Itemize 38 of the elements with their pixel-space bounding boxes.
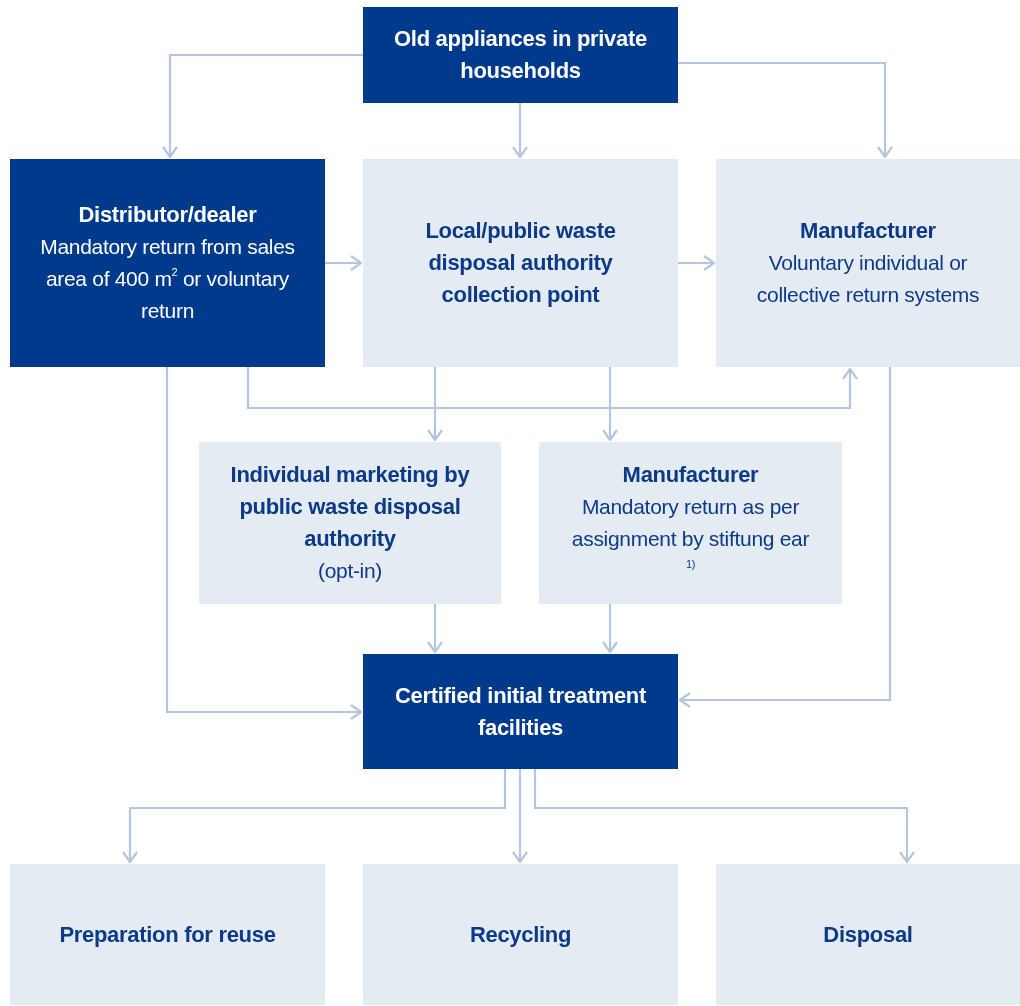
arrow: [601, 367, 619, 442]
process-box: [363, 159, 678, 367]
box-text: (opt-in): [317, 558, 383, 584]
box-heading: Manufacturer: [800, 217, 936, 245]
process-box: [716, 864, 1020, 1005]
arrow: [601, 604, 619, 654]
box-text: Mandatory return from sales area of 400 m$^{2}$ or voluntary return: [40, 234, 295, 324]
arrow: [533, 769, 916, 864]
arrow: [511, 103, 529, 159]
arrow: [121, 769, 507, 864]
arrow: [678, 61, 894, 159]
arrow: [165, 367, 363, 721]
arrow: [426, 604, 444, 654]
box-heading: Local/public waste disposal authority collection point: [424, 217, 617, 309]
box-text: Voluntary individual or collective return systems: [755, 250, 981, 308]
box-heading: Distributor/dealer: [78, 201, 257, 229]
process-box: [10, 864, 325, 1005]
box-heading: Recycling: [469, 920, 572, 949]
box-heading: Disposal: [823, 920, 913, 949]
box-heading: Individual marketing by public waste disposal authority: [229, 461, 471, 553]
arrow: [678, 367, 892, 709]
arrow: [161, 53, 363, 159]
box-heading: Old appliances in private households: [393, 25, 648, 85]
process-box: [363, 7, 678, 103]
arrow: [246, 367, 859, 410]
arrow: [678, 254, 716, 272]
process-box: [363, 864, 678, 1005]
arrow: [325, 254, 363, 272]
process-box: [363, 654, 678, 769]
process-box: [539, 442, 842, 604]
arrow: [426, 367, 444, 442]
process-box: [716, 159, 1020, 367]
box-heading: Manufacturer: [622, 461, 759, 489]
process-box: [10, 159, 325, 367]
box-heading: Certified initial treatment facilities: [393, 681, 648, 742]
box-heading: Preparation for reuse: [59, 920, 276, 949]
process-box: [199, 442, 501, 604]
arrow: [511, 769, 529, 864]
